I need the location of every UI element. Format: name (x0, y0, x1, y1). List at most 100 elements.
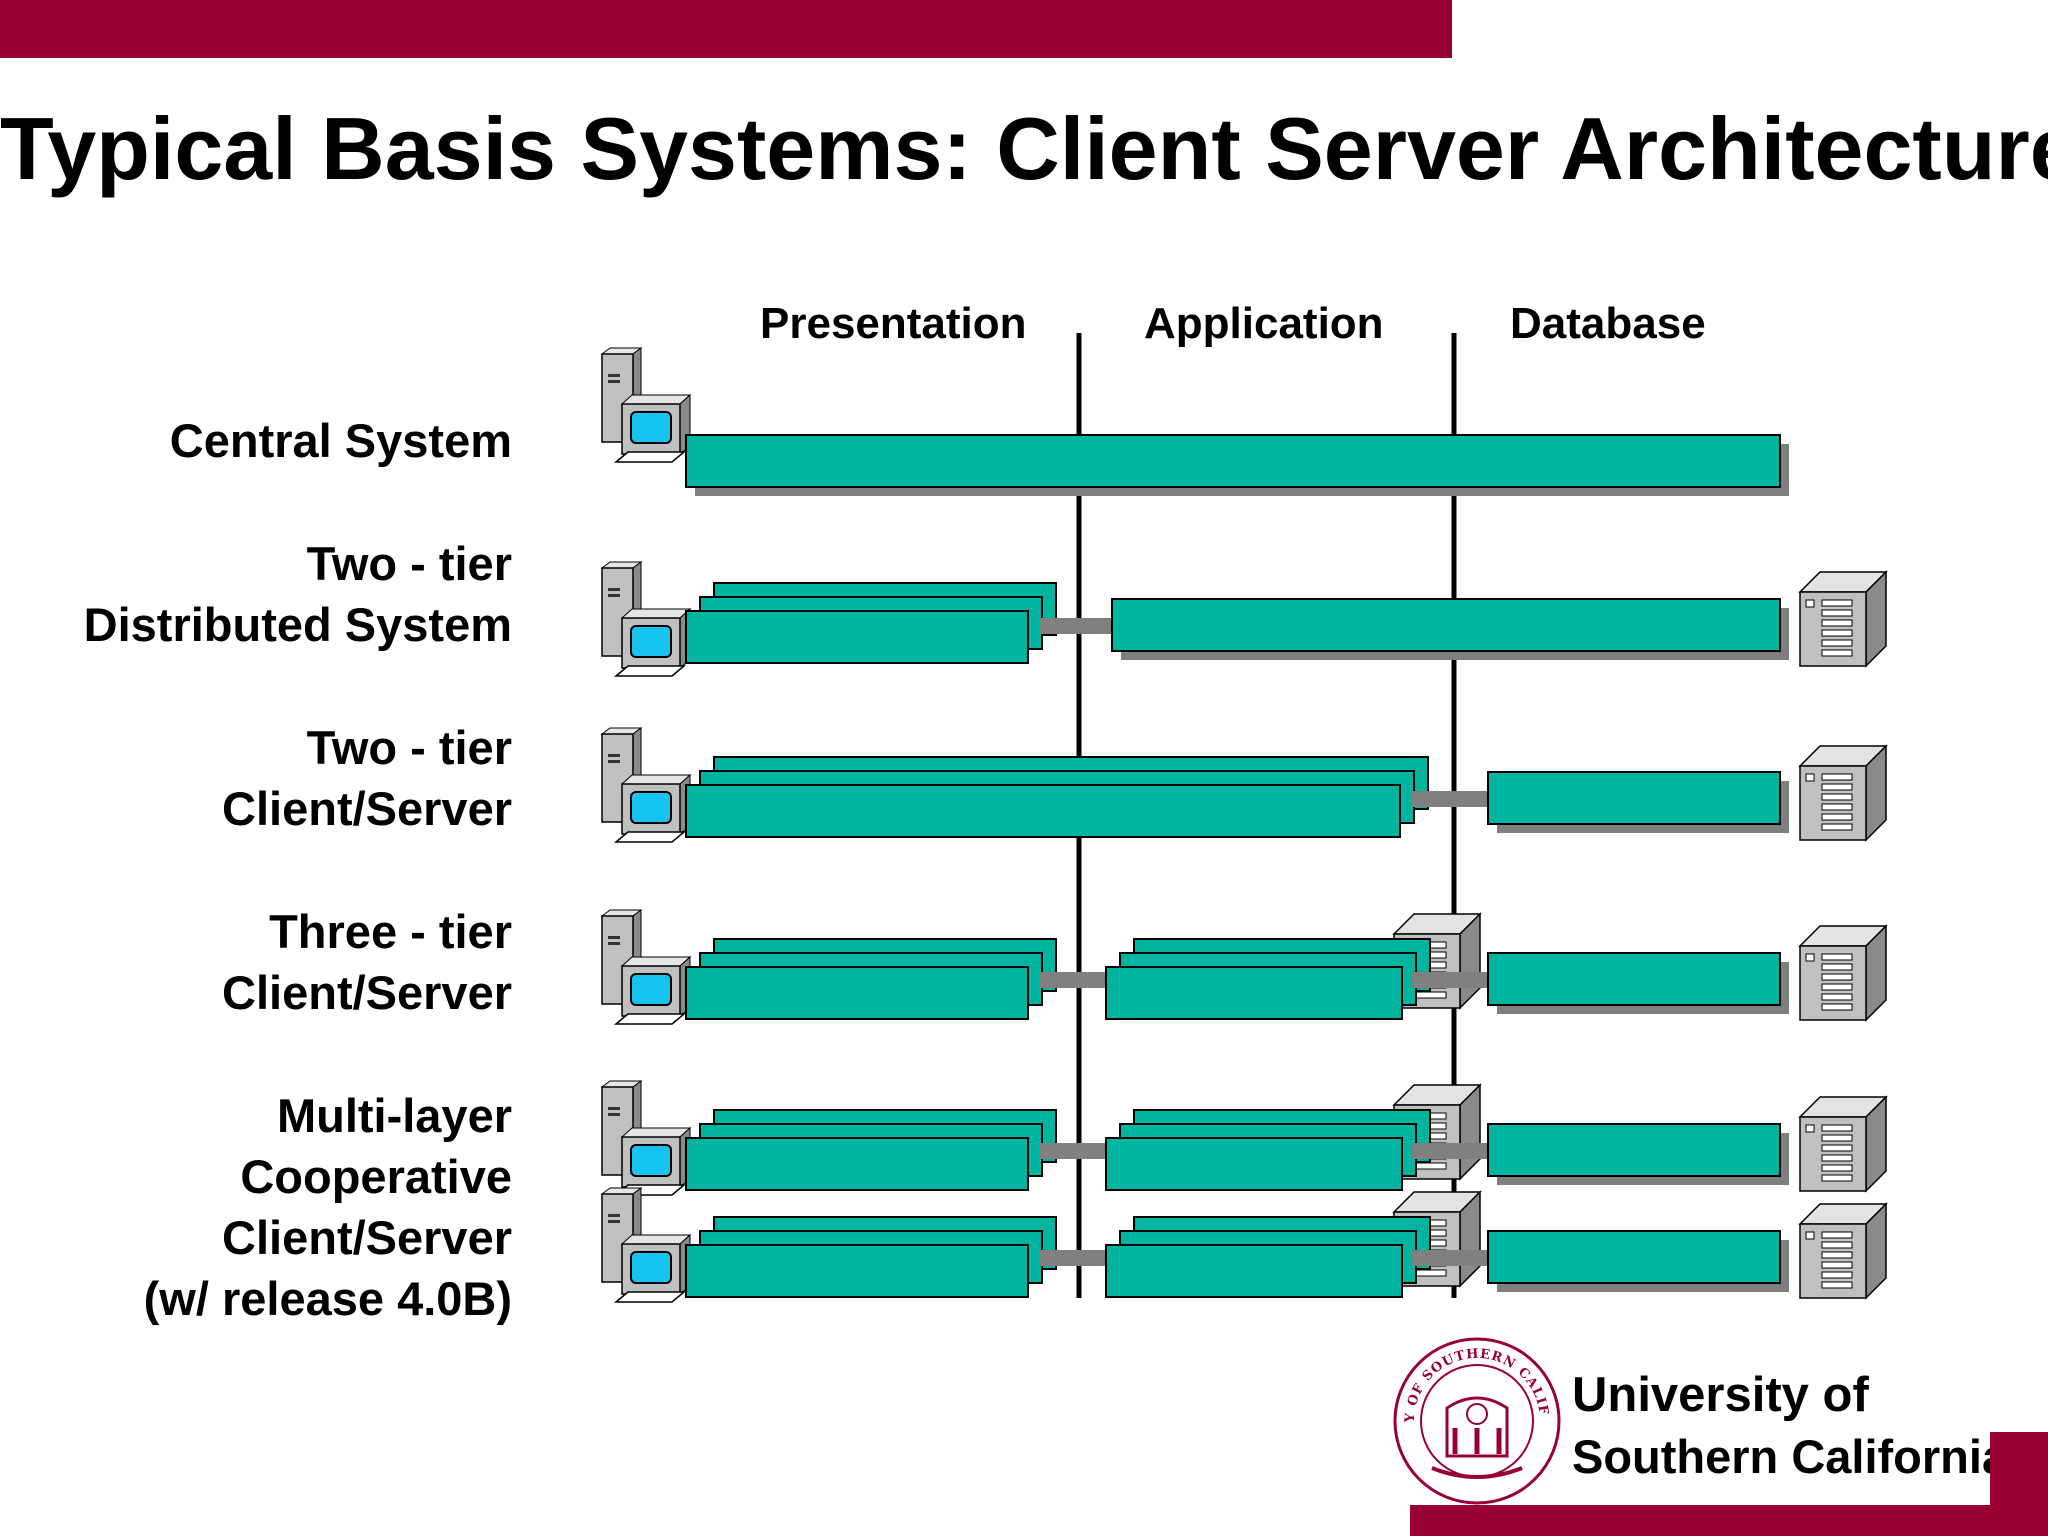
server-bay (1821, 1164, 1853, 1172)
client-computer-icon (600, 1187, 692, 1303)
server-bay (1821, 649, 1853, 657)
keyboard (613, 831, 687, 843)
application-bar-stack (1105, 1109, 1431, 1191)
server-bay (1821, 773, 1853, 781)
server-bay (1821, 953, 1853, 961)
drive-slot (608, 754, 620, 757)
server-bay (1821, 1271, 1853, 1279)
connector-line (1040, 1143, 1106, 1159)
row-label-line: Three - tier (269, 905, 512, 958)
presentation-bar-stack (685, 1109, 1057, 1191)
server-bay (1821, 599, 1853, 607)
server-bay (1821, 783, 1853, 791)
seal-lamp (1466, 1403, 1488, 1425)
central-system-bar (685, 434, 1789, 496)
client-computer-icon (600, 347, 692, 463)
connector-line (1040, 972, 1106, 988)
stack-layer-2 (685, 784, 1401, 838)
monitor-top (620, 1127, 692, 1138)
server-bay (1821, 803, 1853, 811)
client-computer-icon (600, 1080, 692, 1196)
drive-slot (608, 936, 620, 939)
bar-face (1487, 1123, 1781, 1177)
monitor-screen (630, 791, 672, 824)
row-label-line: Distributed System (83, 598, 512, 651)
bar-face (1487, 771, 1781, 825)
keyboard (613, 665, 687, 677)
server-bay (1415, 1269, 1447, 1277)
database-bar (1487, 1230, 1789, 1292)
row-label-two-tier-client-server: Two - tier Client/Server (222, 717, 512, 839)
server-led (1805, 953, 1815, 962)
database-bar (1487, 952, 1789, 1014)
university-name-line1: University of (1572, 1368, 1869, 1422)
server-bay (1415, 991, 1447, 999)
monitor-screen (630, 1251, 672, 1284)
stack-layer-2 (1105, 966, 1403, 1020)
drive-slot (608, 374, 620, 377)
server-tower-icon (1798, 1202, 1888, 1300)
client-computer-icon (600, 561, 692, 677)
drive-slot (608, 588, 620, 591)
connector-line (1040, 1250, 1106, 1266)
drive-slot (608, 594, 620, 597)
drive-slot (608, 760, 620, 763)
row-label-central-system: Central System (170, 410, 512, 471)
row-label-line: Cooperative (240, 1150, 512, 1203)
server-bay (1821, 993, 1853, 1001)
drive-slot (608, 1113, 620, 1116)
monitor-screen (630, 973, 672, 1006)
server-bay (1821, 1154, 1853, 1162)
stack-layer-2 (685, 1244, 1029, 1298)
monitor-top (620, 956, 692, 967)
database-bar (1487, 771, 1789, 833)
server-bay (1821, 619, 1853, 627)
presentation-bar-stack (685, 1216, 1057, 1298)
server-bay (1821, 1144, 1853, 1152)
server-led (1805, 599, 1815, 608)
client-computer-icon (600, 909, 692, 1025)
client-computer-icon (600, 727, 692, 843)
server-led (1805, 1124, 1815, 1133)
application-bar-stack (1105, 1216, 1431, 1298)
monitor-top (620, 608, 692, 619)
server-bay (1821, 983, 1853, 991)
seal-shield (1445, 1396, 1509, 1458)
row-label-line: Two - tier (306, 537, 512, 590)
bar-face (1487, 1230, 1781, 1284)
server-bay (1821, 1134, 1853, 1142)
server-bay (1821, 629, 1853, 637)
server-bay (1821, 1003, 1853, 1011)
server-bay (1821, 1251, 1853, 1259)
monitor-top (620, 774, 692, 785)
university-seal-icon: UNIVERSITY OF SOUTHERN CALIFORNIA 1880 (1392, 1336, 1561, 1505)
drive-slot (608, 1214, 620, 1217)
server-bay (1821, 1241, 1853, 1249)
row-label-line: (w/ release 4.0B) (143, 1272, 512, 1325)
row-label-line: Multi-layer (276, 1089, 512, 1142)
server-tower-icon (1798, 744, 1888, 842)
seal-outer-ring (1393, 1337, 1561, 1505)
monitor-screen (630, 1144, 672, 1177)
row-label-line: Client/Server (222, 1211, 512, 1264)
keyboard (613, 1013, 687, 1025)
slide-title: Typical Basis Systems: Client Server Arc… (0, 99, 2048, 198)
stack-layer-2 (685, 1137, 1029, 1191)
row-label-line: Central System (169, 414, 512, 467)
row-label-two-tier-distributed: Two - tier Distributed System (84, 533, 512, 655)
server-bay (1821, 1261, 1853, 1269)
server-tower-icon (1798, 570, 1888, 668)
row-label-line: Client/Server (222, 966, 512, 1019)
row-label-multi-layer: Multi-layer Cooperative Client/Server (w… (144, 1085, 512, 1329)
stack-layer-2 (685, 966, 1029, 1020)
server-bay (1821, 1281, 1853, 1289)
drive-slot (608, 380, 620, 383)
server-led (1805, 1231, 1815, 1240)
row-label-three-tier: Three - tier Client/Server (222, 901, 512, 1023)
application-bar-stack (1105, 938, 1431, 1020)
stack-layer-2 (685, 610, 1029, 664)
connector-line (1412, 1250, 1488, 1266)
presentation-bar-stack (685, 582, 1057, 664)
server-bay (1821, 1124, 1853, 1132)
